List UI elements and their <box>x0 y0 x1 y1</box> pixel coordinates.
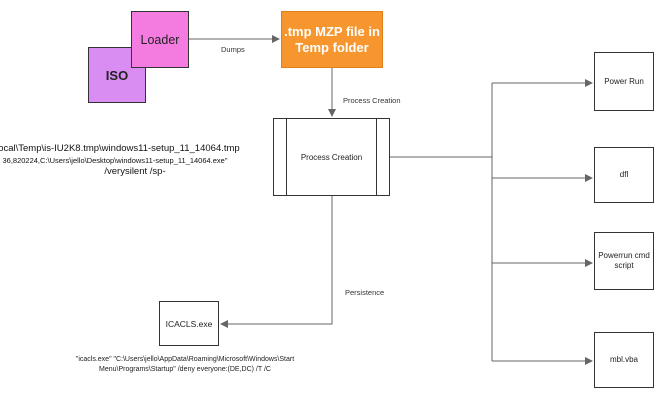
command-line-3: /verysilent /sp- <box>104 166 166 177</box>
mbl-vba-label: mbl.vba <box>609 355 638 364</box>
edge-label-process-creation: Process Creation <box>343 96 401 105</box>
icacls-command-line-2: Menu\Programs\Startup" /deny everyone:(D… <box>99 366 271 373</box>
process-right-bar <box>376 119 377 195</box>
process-creation-label: Process Creation <box>300 152 363 162</box>
command-line-annotation: \Local\Temp\is-IU2K8.tmp\windows11-setup… <box>0 142 270 178</box>
tmp-file-label-line2: Temp folder <box>295 39 369 55</box>
loader-label: Loader <box>140 32 180 47</box>
arrow-process-to-icacls <box>220 196 333 328</box>
icacls-command-annotation: "icacls.exe" "C:\Users\jello\AppData\Roa… <box>45 355 325 375</box>
power-run-label: Power Run <box>604 76 644 86</box>
icacls-node: ICACLS.exe <box>159 301 219 346</box>
powerrun-cmd-script-node: Powerrun cmd script <box>594 232 654 290</box>
power-run-node: Power Run <box>594 52 654 111</box>
icacls-command-line-1: "icacls.exe" "C:\Users\jello\AppData\Roa… <box>75 356 295 363</box>
command-line-2: 36,820224,C:\Users\jello\Desktop\windows… <box>2 156 228 165</box>
tmp-file-node: .tmp MZP file in Temp folder <box>281 11 383 68</box>
icacls-label: ICACLS.exe <box>165 318 213 329</box>
tmp-file-label: .tmp MZP file in Temp folder <box>284 24 380 56</box>
process-creation-node: Process Creation <box>273 118 390 196</box>
powerrun-cmd-script-label: Powerrun cmd script <box>598 251 650 270</box>
loader-node: Loader <box>131 11 189 68</box>
tmp-file-label-line1: .tmp MZP file in <box>284 23 380 39</box>
dfl-node: dfl <box>594 147 654 203</box>
dfl-label: dfl <box>619 170 629 179</box>
edge-label-dumps: Dumps <box>221 45 245 54</box>
edge-label-persistence: Persistence <box>345 288 385 297</box>
command-line-1: \Local\Temp\is-IU2K8.tmp\windows11-setup… <box>0 143 240 154</box>
iso-label: ISO <box>105 67 129 83</box>
process-left-bar <box>286 119 287 195</box>
mbl-vba-node: mbl.vba <box>594 332 654 388</box>
